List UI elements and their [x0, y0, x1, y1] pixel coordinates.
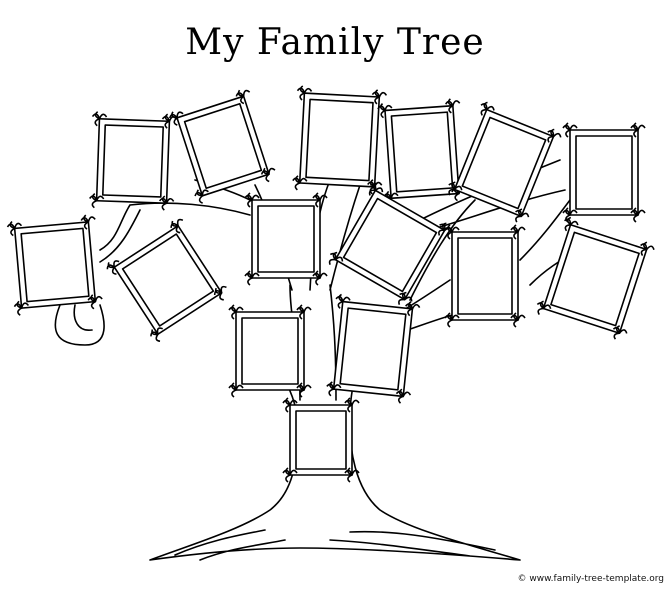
picture-frame: [292, 85, 388, 195]
picture-frame: [326, 293, 421, 404]
picture-frame: [282, 397, 360, 483]
picture-frame: [328, 182, 453, 305]
credit-text: © www.family-tree-template.org: [517, 574, 664, 584]
picture-frame: [444, 224, 526, 328]
picture-frame: [89, 111, 178, 211]
page-title: My Family Tree: [185, 22, 485, 63]
picture-frame: [106, 218, 227, 342]
picture-frame: [168, 89, 276, 204]
picture-frame: [6, 214, 103, 316]
picture-frame: [244, 192, 328, 286]
picture-frame: [228, 304, 312, 398]
picture-frame: [448, 101, 562, 223]
picture-frame: [562, 122, 646, 223]
picture-frame: [536, 216, 655, 340]
tree-trunk: [149, 409, 521, 561]
picture-frame: [377, 98, 467, 207]
